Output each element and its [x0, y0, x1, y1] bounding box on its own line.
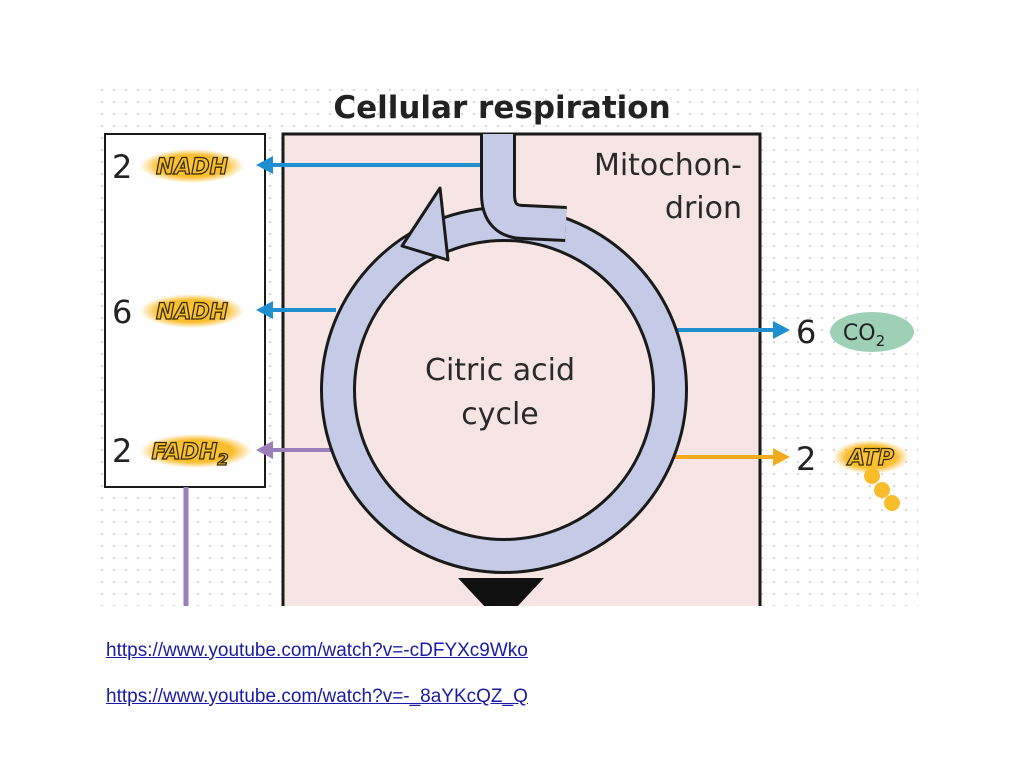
output-atp-count: 2 — [796, 440, 816, 478]
diagram-title: Cellular respiration — [333, 90, 670, 126]
output-fadh2: 2 FADH2 — [112, 432, 252, 470]
youtube-link-2[interactable]: https://www.youtube.com/watch?v=-_8aYKcQ… — [106, 686, 528, 707]
mitochondrion-label-line2: drion — [665, 191, 742, 226]
output-fadh2-subscript: 2 — [217, 450, 228, 469]
nadh-arrow-top — [256, 156, 494, 174]
atp-arrow — [670, 448, 790, 466]
output-nadh-2: 6 NADH — [112, 293, 244, 331]
output-nadh-1-label: NADH — [156, 155, 228, 180]
atp-phosphate-2 — [874, 482, 890, 498]
atp-phosphate-1 — [864, 468, 880, 484]
output-nadh-2-label: NADH — [156, 300, 228, 325]
nadh-arrow-middle — [256, 301, 336, 319]
output-co2-label: CO — [843, 321, 876, 346]
output-nadh-1: 2 NADH — [112, 148, 244, 186]
output-co2-count: 6 — [796, 313, 816, 351]
citric-acid-cycle-diagram: Cellular respiration Mitochon- drion — [104, 90, 914, 606]
svg-text:FADH2: FADH2 — [151, 440, 228, 469]
output-fadh2-label: FADH — [151, 440, 217, 465]
output-co2-subscript: 2 — [876, 332, 886, 350]
cycle-label-line2: cycle — [461, 397, 539, 432]
cellular-respiration-figure: Cellular respiration Mitochon- drion — [96, 84, 918, 606]
output-co2: 6 CO2 — [796, 312, 914, 352]
youtube-link-1[interactable]: https://www.youtube.com/watch?v=-cDFYXc9… — [106, 640, 528, 661]
output-atp-label: ATP — [846, 446, 894, 471]
co2-molecule-shape — [830, 312, 914, 352]
citric-acid-cycle-ring — [320, 134, 688, 574]
output-fadh2-count: 2 — [112, 432, 132, 470]
cycle-label-line1: Citric acid — [425, 353, 575, 388]
down-arrow — [458, 578, 544, 606]
output-atp: 2 ATP — [796, 440, 909, 511]
output-nadh-2-count: 6 — [112, 293, 132, 331]
atp-phosphate-3 — [884, 495, 900, 511]
fadh2-arrow — [256, 441, 336, 459]
mitochondrion-label-line1: Mitochon- — [594, 148, 742, 183]
cycle-arrowhead — [400, 186, 450, 262]
output-nadh-1-count: 2 — [112, 148, 132, 186]
svg-text:CO2: CO2 — [843, 321, 885, 350]
